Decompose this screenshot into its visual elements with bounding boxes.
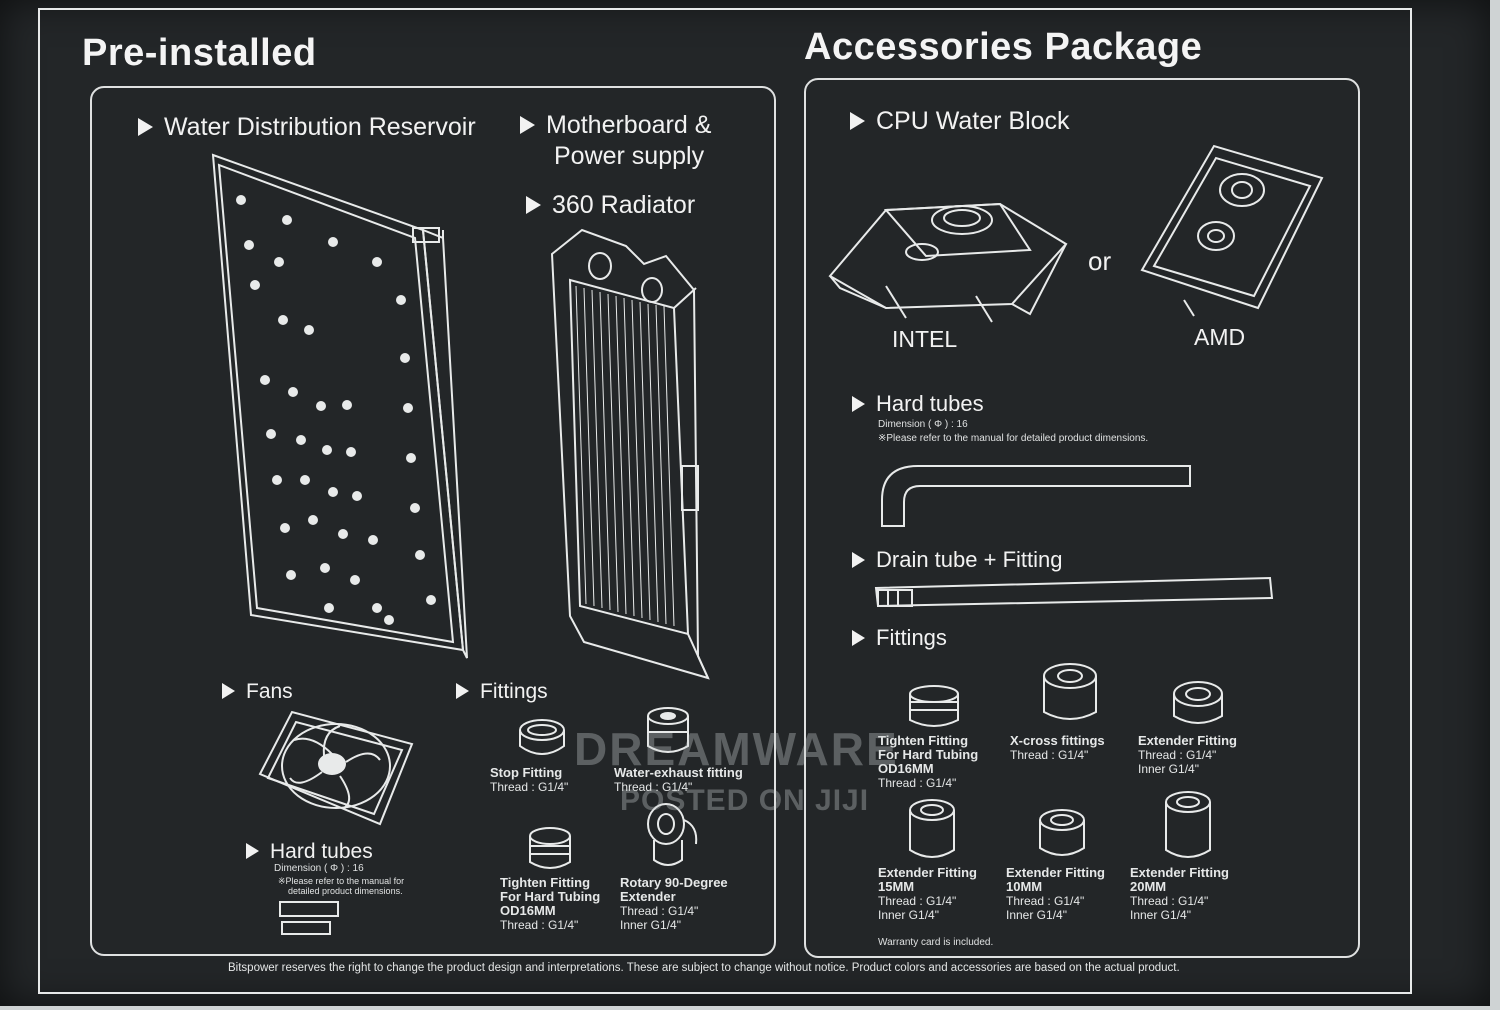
arrow-icon <box>520 116 535 134</box>
fittings-heading: Fittings <box>456 676 548 707</box>
radiator-heading: 360 Radiator <box>526 190 695 221</box>
arrow-icon <box>850 112 865 130</box>
hard-tubes-dimension-left: Dimension ( Φ ) : 16 <box>274 863 364 874</box>
amd-label: AMD <box>1194 324 1246 350</box>
arrow-icon <box>852 630 865 646</box>
arrow-icon <box>222 683 235 699</box>
arrow-icon <box>138 118 153 136</box>
fittings-heading-right: Fittings <box>852 622 947 653</box>
cpu-block-heading: CPU Water Block <box>850 106 1070 137</box>
arrow-icon <box>852 552 865 568</box>
extender-fitting-illustration-20 <box>1165 791 1211 858</box>
accessories-title: Accessories Package <box>804 26 1203 68</box>
outer-frame <box>38 8 1412 994</box>
preinstalled-panel <box>90 86 776 956</box>
hard-tubes-heading-right: Hard tubes <box>852 388 984 419</box>
hard-tube-bent-illustration <box>881 465 1191 527</box>
motherboard-heading-line2: Power supply <box>554 142 705 170</box>
motherboard-heading: Motherboard & <box>520 110 711 141</box>
arrow-icon <box>852 396 865 412</box>
tighten-fitting-illustration-right <box>909 685 959 727</box>
amd-block-illustration <box>1140 144 1324 317</box>
arrow-icon <box>526 196 541 214</box>
x-cross-fitting-illustration <box>1043 663 1097 720</box>
arrow-icon <box>456 683 469 699</box>
hard-tubes-illustration-left <box>279 901 339 935</box>
radiator-illustration <box>550 228 710 680</box>
hard-tubes-heading-left: Hard tubes <box>246 836 373 867</box>
drain-heading: Drain tube + Fitting <box>852 544 1062 575</box>
arrow-icon <box>246 843 259 859</box>
stop-fitting-illustration <box>519 719 565 755</box>
hard-tubes-dimension-right: Dimension ( Φ ) : 16 <box>878 419 968 430</box>
fan-illustration <box>258 710 414 826</box>
warranty-note: Warranty card is included. <box>878 937 994 948</box>
watermark-brand: DREAMWARE <box>574 723 899 775</box>
water-exhaust-illustration <box>647 707 689 753</box>
extender-fitting-illustration-10 <box>1039 809 1085 856</box>
rotary-extender-illustration <box>647 803 698 866</box>
watermark-posted: POSTED ON JIJI <box>620 784 870 817</box>
reservoir-heading: Water Distribution Reservoir <box>138 112 476 143</box>
accessories-panel <box>804 78 1360 958</box>
hard-tubes-note-right: ※Please refer to the manual for detailed… <box>878 433 1149 444</box>
or-text: or <box>1088 246 1112 276</box>
tighten-fitting-illustration-left <box>529 827 571 869</box>
drain-tube-illustration <box>874 576 1274 608</box>
reservoir-illustration <box>211 153 468 659</box>
fans-heading: Fans <box>222 676 293 707</box>
intel-block-illustration <box>828 202 1068 323</box>
preinstalled-title: Pre-installed <box>82 32 317 74</box>
disclaimer-footer: Bitspower reserves the right to change t… <box>228 962 1180 974</box>
extender-fitting-illustration-15 <box>909 799 955 858</box>
intel-label: INTEL <box>892 326 958 352</box>
extender-fitting-illustration-1 <box>1173 681 1223 724</box>
